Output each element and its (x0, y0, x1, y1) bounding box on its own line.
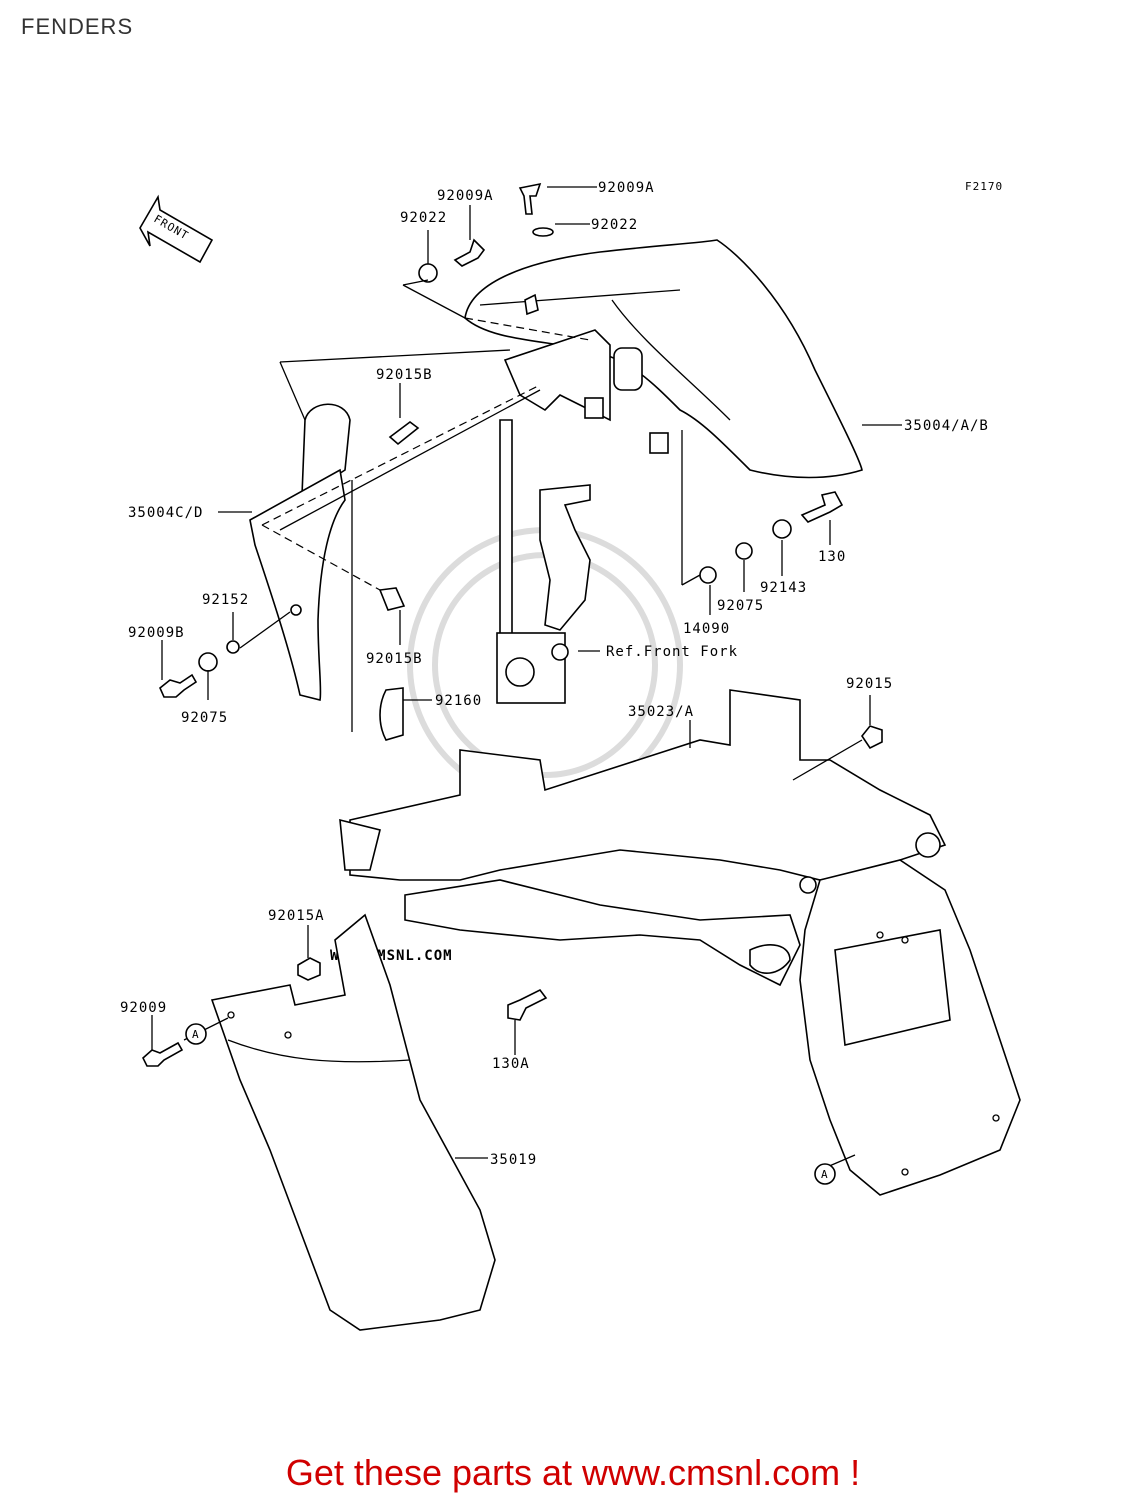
label-35004-a-b: 35004/A/B (904, 418, 989, 434)
label-92009a-left: 92009A (437, 188, 494, 204)
footer-link[interactable]: Get these parts at www.cmsnl.com ! (285, 1452, 861, 1493)
label-92075-right: 92075 (717, 598, 764, 614)
fasteners (142, 182, 883, 1067)
label-130: 130 (818, 549, 846, 565)
label-ref-front-fork: Ref.Front Fork (606, 644, 738, 660)
figure-code: F2170 (965, 180, 1003, 193)
label-92009: 92009 (120, 1000, 167, 1016)
rear-flap-35019 (210, 913, 496, 1331)
label-92009a-top: 92009A (598, 180, 655, 196)
svg-text:A: A (821, 1168, 829, 1181)
fenders-exploded-diagram: CMS WWW.CMSNL.COM FRONT F2170 (120, 180, 1021, 1331)
leader-lines (151, 186, 902, 1171)
svg-text:A: A (192, 1028, 200, 1041)
page-title: FENDERS (21, 14, 134, 39)
label-92152: 92152 (202, 592, 249, 608)
callout-a-right: A (814, 1163, 836, 1185)
label-92075-left: 92075 (181, 710, 228, 726)
label-92022-right: 92022 (591, 217, 638, 233)
rear-fender-35023-a (339, 689, 1021, 1196)
label-92009b: 92009B (128, 625, 185, 641)
front-direction-arrow-icon: FRONT (139, 194, 214, 264)
label-92015b-top: 92015B (376, 367, 433, 383)
label-92160: 92160 (435, 693, 482, 709)
inner-fender-35004-c-d (249, 403, 351, 701)
front-fork-reference (496, 419, 591, 704)
label-35023-a: 35023/A (628, 704, 694, 720)
label-14090: 14090 (683, 621, 730, 637)
callout-a-left: A (185, 1023, 207, 1045)
label-35019: 35019 (490, 1152, 537, 1168)
label-92015b-low: 92015B (366, 651, 423, 667)
label-35004-c-d: 35004C/D (128, 505, 203, 521)
label-92015a: 92015A (268, 908, 325, 924)
label-92015: 92015 (846, 676, 893, 692)
label-92143: 92143 (760, 580, 807, 596)
label-130a: 130A (492, 1056, 530, 1072)
label-92022-left: 92022 (400, 210, 447, 226)
front-fender-35004-a-b (464, 239, 863, 479)
